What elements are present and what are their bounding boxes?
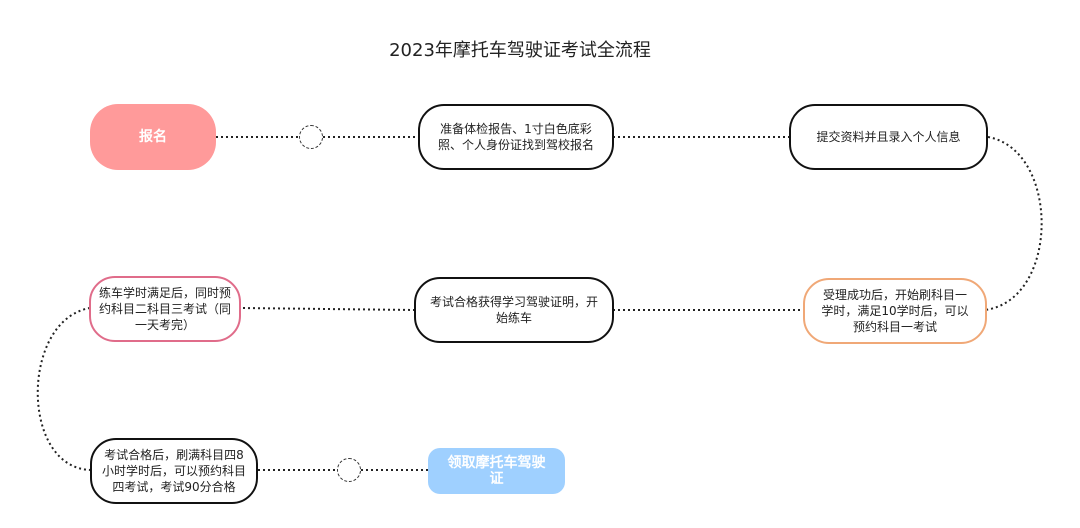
submit-info-label: 提交资料并且录入个人信息 xyxy=(816,130,961,144)
study-subject1-label: 受理成功后，开始刷科目一学时，满足10学时后，可以预约科目一考试 xyxy=(821,288,969,334)
junction-circle-1 xyxy=(299,125,323,149)
connector-submit-subject1 xyxy=(984,136,1043,311)
prepare-docs-label: 准备体检报告、1寸白色底彩照、个人身份证找到驾校报名 xyxy=(437,122,594,152)
connector-subject23-subject4 xyxy=(36,307,93,471)
prepare-docs-node: 准备体检报告、1寸白色底彩照、个人身份证找到驾校报名 xyxy=(418,104,614,170)
submit-info-node: 提交资料并且录入个人信息 xyxy=(789,104,988,170)
start-node-label: 报名 xyxy=(139,129,167,145)
study-subject4-node: 考试合格后，刷满科目四8小时学时后，可以预约科目四考试，考试90分合格 xyxy=(90,438,258,504)
study-subject1-node: 受理成功后，开始刷科目一学时，满足10学时后，可以预约科目一考试 xyxy=(803,278,987,344)
diagram-title: 2023年摩托车驾驶证考试全流程 xyxy=(389,40,651,61)
book-subject23-node: 练车学时满足后，同时预约科目二科目三考试（同一天考完） xyxy=(89,276,241,342)
connector-permit-subject23 xyxy=(239,307,416,311)
book-subject23-label: 练车学时满足后，同时预约科目二科目三考试（同一天考完） xyxy=(99,286,232,332)
end-node: 领取摩托车驾驶证 xyxy=(428,448,565,494)
learner-permit-label: 考试合格获得学习驾驶证明，开始练车 xyxy=(430,295,599,325)
study-subject4-label: 考试合格后，刷满科目四8小时学时后，可以预约科目四考试，考试90分合格 xyxy=(101,448,246,494)
start-node: 报名 xyxy=(90,104,216,170)
learner-permit-node: 考试合格获得学习驾驶证明，开始练车 xyxy=(414,277,614,343)
junction-circle-2 xyxy=(337,458,361,482)
end-node-label: 领取摩托车驾驶证 xyxy=(447,455,546,487)
